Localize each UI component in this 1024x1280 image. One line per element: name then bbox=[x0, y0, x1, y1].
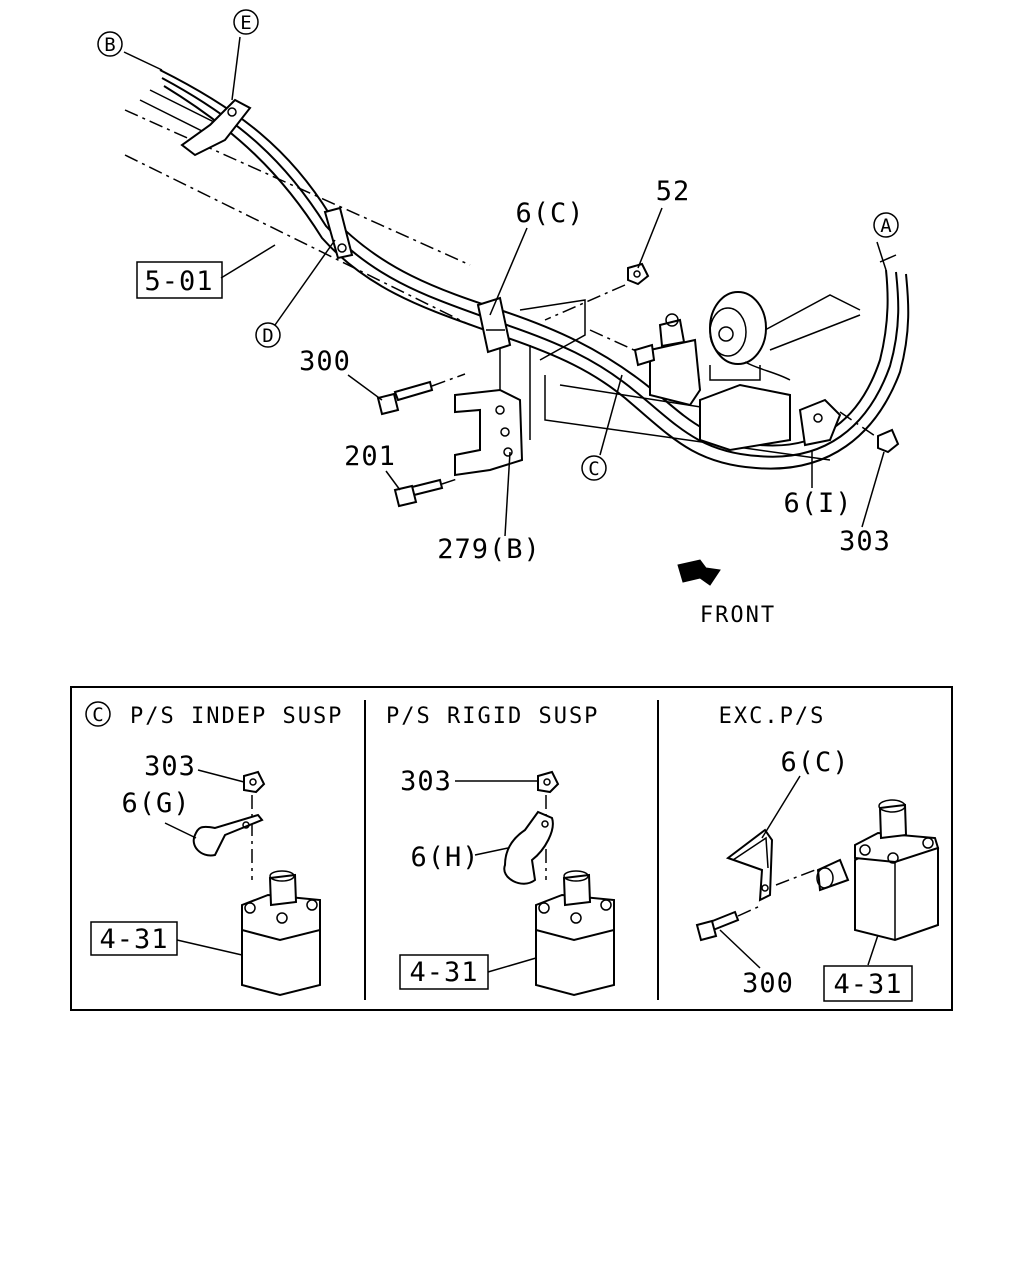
svg-text:E: E bbox=[240, 12, 251, 34]
panel3-title: EXC.P/S bbox=[719, 704, 826, 729]
ref-box-5-01: 5-01 bbox=[136, 261, 223, 299]
brake-pipes bbox=[159, 69, 910, 470]
callout-e: E bbox=[233, 9, 259, 35]
svg-text:A: A bbox=[880, 215, 892, 237]
label-300: 300 bbox=[299, 346, 351, 377]
panel2-title: P/S RIGID SUSP bbox=[386, 704, 599, 729]
panel1-ref-box: 4-31 bbox=[90, 921, 178, 956]
panel1-relay bbox=[241, 870, 321, 997]
front-arrow-icon bbox=[677, 559, 721, 586]
label-6c: 6(C) bbox=[515, 198, 584, 229]
panel1-callout-c: C bbox=[85, 701, 111, 727]
clip-6i bbox=[798, 398, 900, 454]
relay-unit bbox=[633, 313, 702, 407]
panel1-label-6g: 6(G) bbox=[121, 788, 190, 819]
label-303: 303 bbox=[839, 526, 891, 557]
svg-text:C: C bbox=[588, 458, 599, 480]
callout-a: A bbox=[873, 212, 899, 238]
bolt-201 bbox=[393, 477, 461, 508]
panel3-ref-box: 4-31 bbox=[823, 965, 913, 1002]
panel3-label-6c: 6(C) bbox=[780, 747, 849, 778]
panel1-title: P/S INDEP SUSP bbox=[130, 704, 343, 729]
panel1-label-303: 303 bbox=[144, 751, 196, 782]
booster-body bbox=[699, 291, 791, 452]
inset-panel-exc-ps: EXC.P/S bbox=[695, 704, 940, 1002]
label-52: 52 bbox=[656, 176, 691, 207]
panel2-label-6h: 6(H) bbox=[410, 842, 479, 873]
inset-box: C P/S INDEP SUSP 30 bbox=[70, 686, 953, 1011]
label-279b: 279(B) bbox=[437, 534, 541, 565]
panel2-relay bbox=[535, 870, 615, 997]
panel3-relay bbox=[816, 799, 940, 942]
leader-lines bbox=[123, 36, 887, 537]
panel3-label-300: 300 bbox=[742, 968, 794, 999]
bracket-279b bbox=[454, 388, 524, 477]
callout-b: B bbox=[97, 31, 123, 57]
callout-d: D bbox=[255, 322, 281, 348]
callout-c: C bbox=[581, 455, 607, 481]
svg-text:4-31: 4-31 bbox=[99, 924, 168, 955]
label-6i: 6(I) bbox=[783, 488, 852, 519]
svg-text:5-01: 5-01 bbox=[144, 266, 213, 297]
label-front: FRONT bbox=[700, 603, 776, 628]
inset-panel-indep-susp: C P/S INDEP SUSP 30 bbox=[85, 701, 343, 997]
inset-panel-rigid-susp: P/S RIGID SUSP 303 6(H) bbox=[386, 704, 615, 997]
svg-text:B: B bbox=[104, 34, 115, 56]
nut-52 bbox=[544, 262, 650, 321]
svg-text:4-31: 4-31 bbox=[833, 969, 902, 1000]
clip-6c bbox=[476, 296, 512, 354]
main-assembly: B E D A C 5-01 6(C) 52 300 201 279(B) 6(… bbox=[97, 9, 910, 628]
svg-text:C: C bbox=[92, 704, 103, 726]
svg-text:D: D bbox=[262, 325, 273, 347]
svg-text:4-31: 4-31 bbox=[409, 957, 478, 988]
panel2-label-303: 303 bbox=[400, 766, 452, 797]
label-201: 201 bbox=[344, 441, 396, 472]
bolt-300 bbox=[376, 373, 466, 416]
panel2-ref-box: 4-31 bbox=[399, 954, 489, 990]
clip-e bbox=[180, 98, 252, 157]
